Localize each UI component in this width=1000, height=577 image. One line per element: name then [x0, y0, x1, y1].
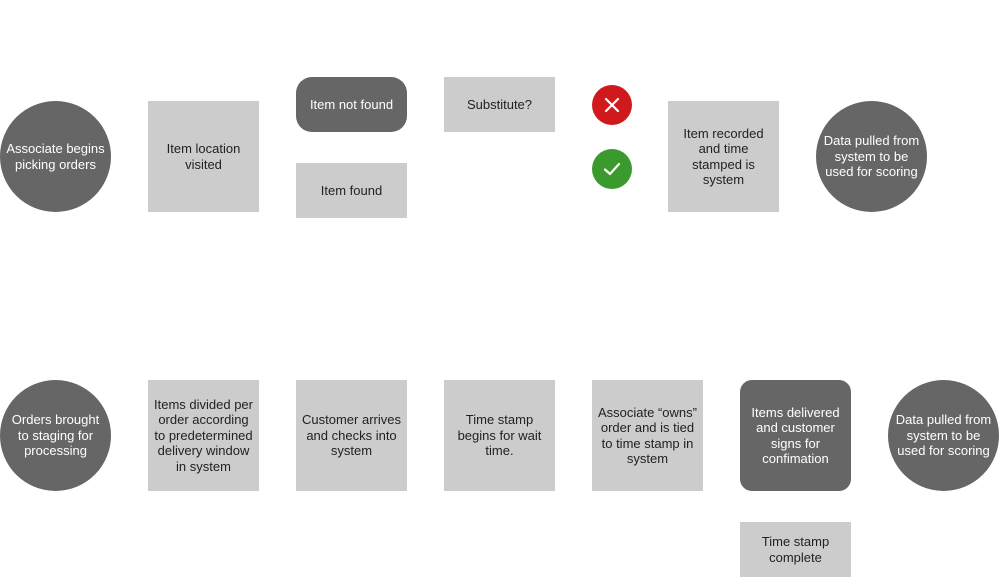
- item-location-box: Item location visited: [148, 101, 259, 212]
- end-node-label: Data pulled from system to be used for s…: [823, 133, 920, 180]
- end-node-label: Data pulled from system to be used for s…: [895, 412, 992, 459]
- start-node-associate-picking: Associate begins picking orders: [0, 101, 111, 212]
- end-node-data-pulled: Data pulled from system to be used for s…: [816, 101, 927, 212]
- start-node-orders-staging: Orders brought to staging for processing: [0, 380, 111, 491]
- end-node-data-pulled-2: Data pulled from system to be used for s…: [888, 380, 999, 491]
- time-stamp-complete-label: Time stamp complete: [761, 534, 830, 565]
- items-delivered-node: Items delivered and customer signs for c…: [740, 380, 851, 491]
- item-found-label: Item found: [320, 182, 383, 198]
- items-delivered-label: Items delivered and customer signs for c…: [751, 404, 840, 467]
- time-stamp-complete-box: Time stamp complete: [740, 522, 851, 577]
- associate-owns-order-box: Associate “owns” order and is tied to ti…: [592, 380, 703, 491]
- items-divided-box: Items divided per order according to pre…: [148, 380, 259, 491]
- start-node-label: Associate begins picking orders: [6, 141, 105, 172]
- item-not-found-label: Item not found: [309, 96, 394, 112]
- item-location-label: Item location visited: [166, 141, 241, 172]
- start-node-label: Orders brought to staging for processing: [11, 412, 100, 459]
- substitute-box: Substitute?: [444, 77, 555, 132]
- close-icon: [592, 85, 632, 125]
- wait-time-box: Time stamp begins for wait time.: [444, 380, 555, 491]
- item-not-found-node: Item not found: [296, 77, 407, 132]
- wait-time-label: Time stamp begins for wait time.: [457, 412, 542, 459]
- substitute-label: Substitute?: [466, 96, 533, 112]
- associate-owns-order-label: Associate “owns” order and is tied to ti…: [598, 404, 697, 467]
- item-found-box: Item found: [296, 163, 407, 218]
- item-recorded-box: Item recorded and time stamped is system: [668, 101, 779, 212]
- item-recorded-label: Item recorded and time stamped is system: [683, 125, 764, 188]
- customer-arrives-label: Customer arrives and checks into system: [302, 412, 401, 459]
- items-divided-label: Items divided per order according to pre…: [154, 396, 253, 474]
- customer-arrives-box: Customer arrives and checks into system: [296, 380, 407, 491]
- checkmark-icon: [592, 149, 632, 189]
